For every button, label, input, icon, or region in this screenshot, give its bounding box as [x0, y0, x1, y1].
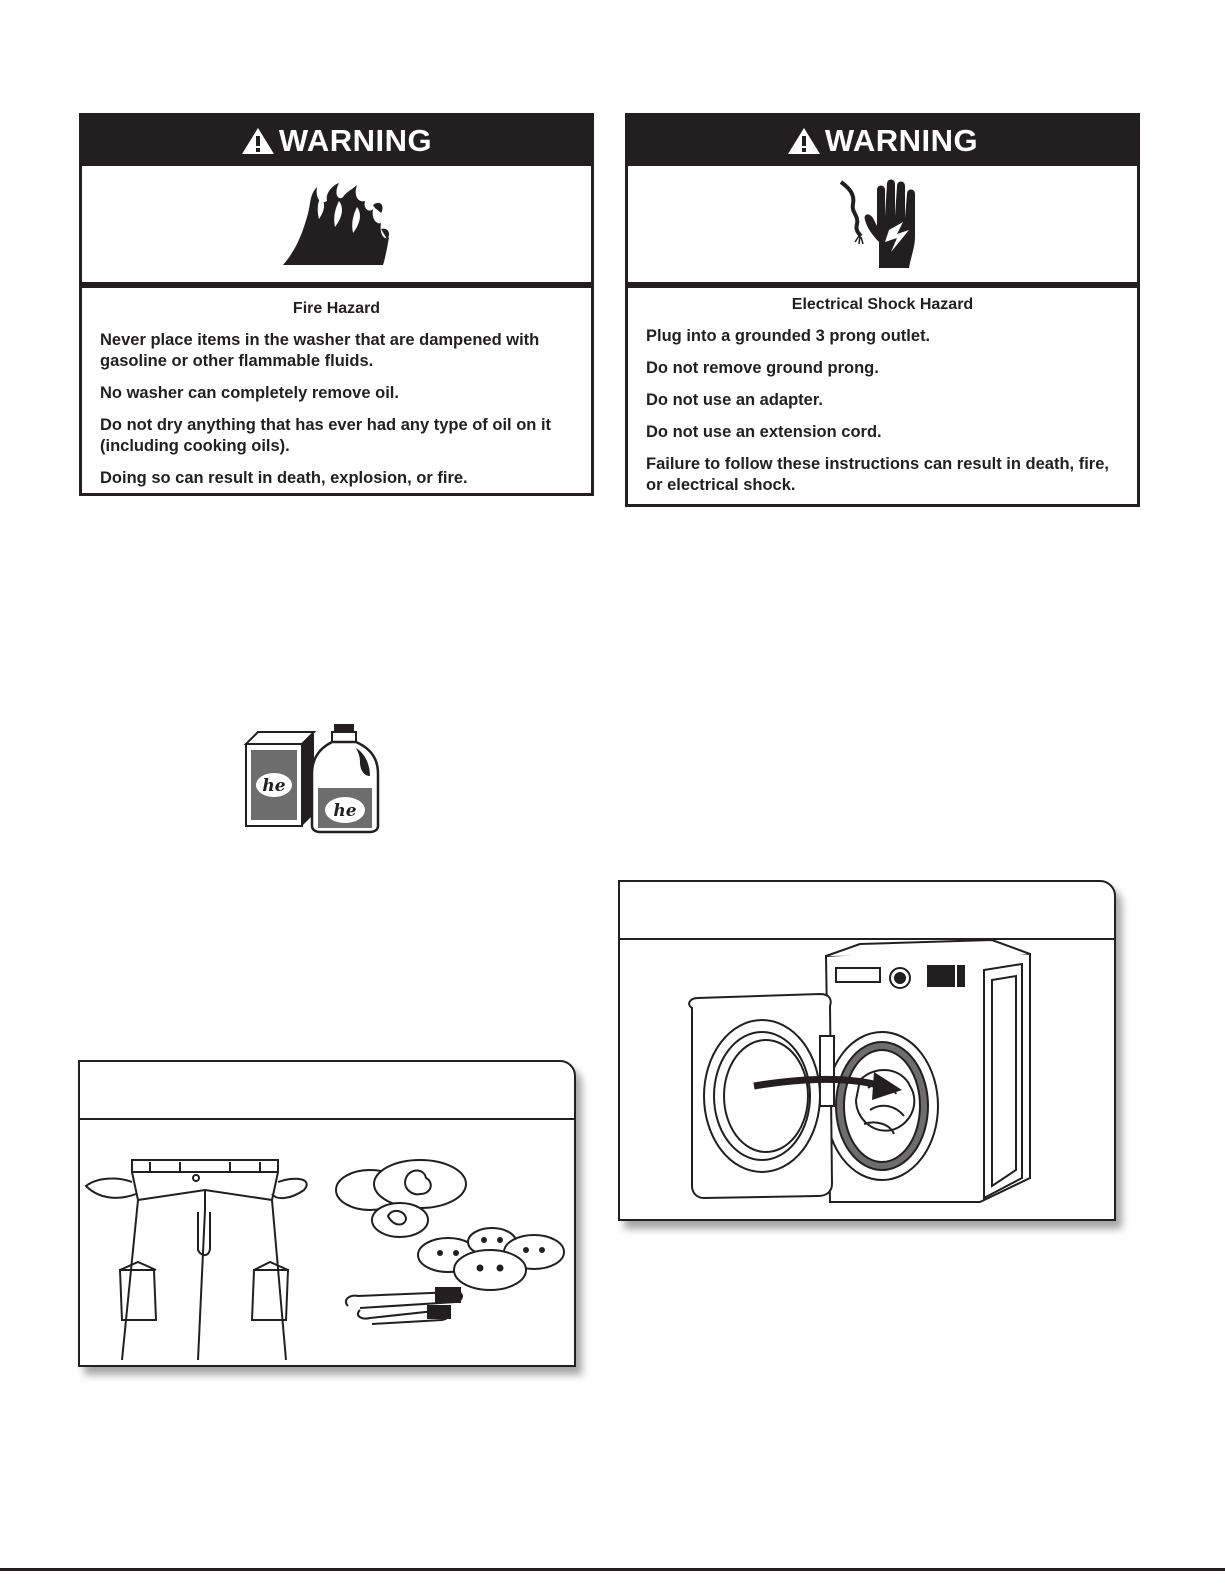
- fire-icon: [277, 179, 397, 269]
- warning-triangle-icon: [241, 127, 275, 155]
- warning-text: No washer can completely remove oil.: [100, 384, 399, 402]
- fire-hazard-warning: WARNING Fire Hazard Never place items in…: [79, 113, 594, 496]
- coins-icon: [335, 1159, 467, 1238]
- page-bottom-rule: [0, 1568, 1225, 1571]
- warning-text: Failure to follow these instructions can…: [646, 455, 1109, 494]
- warning-text: Plug into a grounded 3 prong outlet.: [646, 327, 931, 345]
- hazard-title: Electrical Shock Hazard: [791, 296, 974, 313]
- panel-header-strip: [620, 882, 1114, 940]
- warning-body: Fire Hazard Never place items in the was…: [82, 285, 591, 499]
- hazard-title: Fire Hazard: [292, 300, 381, 317]
- warning-text: Never place items in the washer that are…: [100, 331, 540, 370]
- box-logo-label: he: [262, 776, 285, 796]
- load-washer-panel: [618, 880, 1116, 1221]
- he-detergent-illustration: he he: [238, 722, 384, 834]
- electric-shock-icon: [833, 176, 933, 272]
- empty-pockets-panel: [78, 1060, 576, 1367]
- panel-header-strip: [80, 1062, 574, 1120]
- pants-icon: [84, 1159, 308, 1361]
- front-load-washer-icon: [688, 940, 1031, 1203]
- safety-pins-icon: [344, 1287, 463, 1325]
- warning-text: Do not use an adapter.: [646, 391, 823, 409]
- warning-text: Do not remove ground prong.: [646, 359, 879, 377]
- warning-body: Electrical Shock Hazard Plug into a grou…: [628, 285, 1137, 506]
- warning-text: Doing so can result in death, explosion,…: [100, 469, 468, 487]
- panel-illustration: [620, 940, 1114, 1219]
- bottle-logo-label: he: [333, 801, 356, 821]
- warning-header: WARNING: [82, 116, 591, 166]
- hazard-symbol-row: [628, 166, 1137, 285]
- warning-text: Do not use an extension cord.: [646, 423, 882, 441]
- buttons-icon: [417, 1227, 565, 1291]
- warning-header: WARNING: [628, 116, 1137, 166]
- panel-illustration: [80, 1120, 574, 1365]
- warning-triangle-icon: [787, 127, 821, 155]
- warning-header-label: WARNING: [824, 123, 979, 158]
- load-arrow-icon: [753, 1072, 902, 1100]
- hazard-symbol-row: [82, 166, 591, 285]
- electrical-shock-warning: WARNING Electrical Shock Hazard Plug int…: [625, 113, 1140, 507]
- warning-text: Do not dry anything that has ever had an…: [100, 416, 552, 455]
- warning-header-label: WARNING: [278, 123, 433, 158]
